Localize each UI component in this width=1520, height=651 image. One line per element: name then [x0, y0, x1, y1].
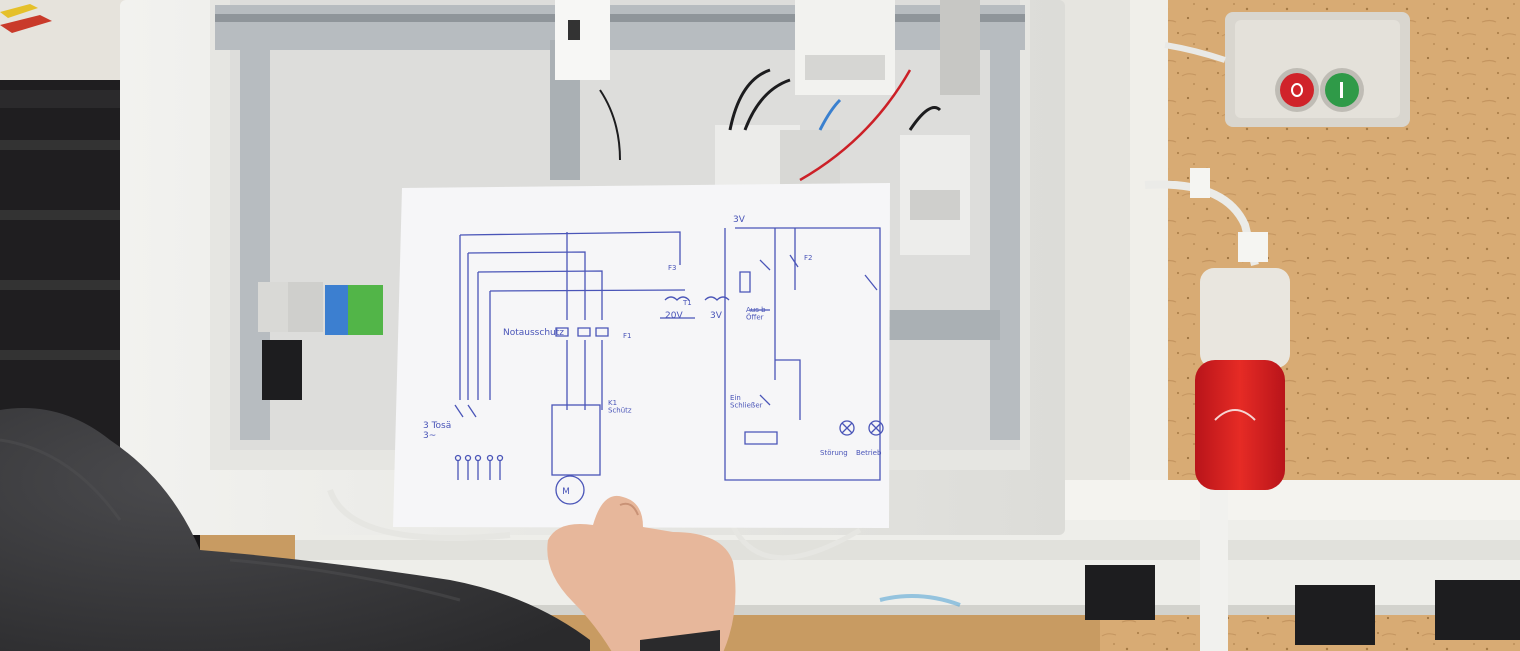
- schematic-drawing: [454, 227, 884, 505]
- control-box: [1164, 12, 1410, 127]
- label-f1: F1: [623, 332, 631, 340]
- cee-plug: [1144, 168, 1290, 651]
- label-notaus: Notausschutz: [503, 328, 564, 338]
- lamp-symbol-icon: [839, 420, 855, 436]
- label-3v-sec: 3V: [710, 311, 723, 321]
- label-t1: T1: [682, 299, 692, 307]
- motor-symbol-icon: [555, 475, 585, 505]
- label-motor: M: [562, 487, 570, 497]
- label-betrieb: Betrieb: [856, 449, 882, 457]
- label-f3: F3: [668, 264, 676, 272]
- label-20v: 20V: [665, 311, 683, 321]
- hand: [547, 495, 736, 651]
- label-stoerung: Störung: [820, 449, 848, 457]
- label-3v-top: 3V: [733, 215, 746, 225]
- stop-button-icon[interactable]: [1280, 73, 1314, 107]
- label-f2: F2: [804, 254, 812, 262]
- lamp-symbol-icon: [868, 420, 884, 436]
- sweater-shoulder: [0, 408, 590, 651]
